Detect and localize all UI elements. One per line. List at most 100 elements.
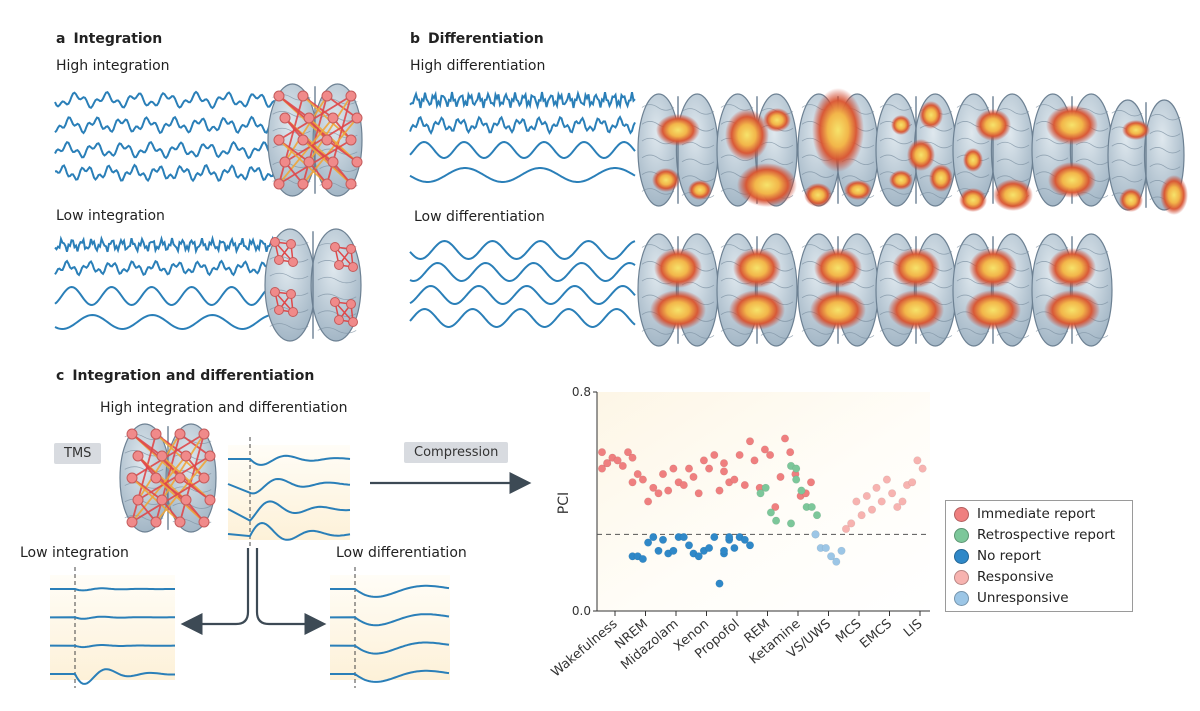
wave-b-low-2 [409,284,636,306]
brain-low-diff-3 [875,233,957,347]
legend-dot-unresponsive [954,590,969,606]
point-no-report-11 [684,541,694,550]
legend-dot-retrospective [954,527,969,543]
point-immediate-report-40 [780,434,790,443]
wave-b-high-3 [409,167,636,183]
point-no-report-13 [694,552,703,561]
point-immediate-report-16 [664,486,673,495]
x-tick-label-0: Wakefulness [549,616,621,680]
point-immediate-report-12 [649,483,658,492]
wave-b-low-1 [409,261,636,283]
legend-label-retrospective: Retrospective report [977,527,1116,543]
point-responsive-9 [887,489,897,498]
point-immediate-report-31 [740,481,749,490]
arrow-to-low-integration [180,548,250,635]
low-differentiation-label: Low differentiation [414,209,545,225]
legend-item-immediate: Immediate report [954,504,1095,524]
point-retrospective-report-6 [797,486,806,495]
high-integration-label: High integration [56,58,170,74]
brain-high-diff-1 [716,93,798,207]
wave-a-high-1 [54,115,290,135]
chart-legend: Immediate report Retrospective report No… [945,500,1133,612]
brain-high-diff-2 [797,88,879,207]
point-retrospective-report-8 [807,502,816,512]
brain-high-integration [267,83,363,197]
point-retrospective-report-11 [792,464,801,473]
legend-dot-no-report [954,548,969,564]
brain-high-int-diff [119,423,217,533]
point-no-report-5 [654,546,663,555]
point-responsive-13 [908,478,917,487]
point-no-report-15 [704,543,714,553]
point-immediate-report-36 [760,445,770,454]
brain-high-diff-0 [637,93,719,207]
point-immediate-report-27 [719,459,729,468]
point-immediate-report-45 [806,478,816,487]
tms-response-low-differentiation [329,567,450,688]
point-responsive-11 [898,497,907,506]
point-no-report-20 [730,543,739,553]
point-retrospective-report-9 [812,511,822,520]
legend-dot-responsive [954,569,969,585]
point-responsive-5 [867,505,877,514]
wave-a-low-0 [54,234,281,255]
point-retrospective-report-10 [786,519,796,528]
wave-a-low-1 [54,259,281,277]
brain-low-diff-4 [952,233,1034,347]
arrows [180,472,532,635]
point-no-report-4 [649,532,658,542]
point-responsive-2 [852,497,861,506]
point-immediate-report-23 [699,456,709,465]
legend-label-unresponsive: Unresponsive [977,590,1069,606]
wave-b-high-0 [409,89,636,110]
point-immediate-report-26 [715,486,724,495]
point-immediate-report-37 [765,450,775,460]
point-immediate-report-22 [694,489,703,498]
point-no-report-25 [725,532,734,542]
point-immediate-report-4 [618,461,627,471]
point-immediate-report-9 [633,470,642,479]
point-responsive-8 [882,475,892,484]
point-immediate-report-25 [710,450,719,460]
panel-b-heading: Differentiation [428,31,544,47]
point-responsive-1 [847,519,856,528]
point-immediate-report-33 [719,467,729,476]
low-integration-label: Low integration [56,208,165,224]
point-responsive-3 [857,511,866,520]
point-immediate-report-13 [654,489,663,498]
point-immediate-report-0 [597,464,607,473]
point-retrospective-report-2 [766,508,776,517]
point-responsive-0 [841,524,851,534]
point-immediate-report-3 [613,456,622,465]
point-unresponsive-4 [832,557,841,566]
wave-b-low-3 [409,307,636,329]
point-immediate-report-10 [638,475,648,484]
point-immediate-report-8 [628,453,637,462]
y-tick-label-0: 0.0 [572,604,591,618]
point-retrospective-report-0 [756,489,765,498]
point-immediate-report-17 [669,464,678,473]
wave-a-high-0 [54,90,290,110]
high-int-diff-label: High integration and differentiation [100,400,348,416]
point-immediate-report-14 [628,478,637,487]
brain-low-diff-2 [797,233,879,347]
point-retrospective-report-5 [792,475,801,484]
point-immediate-report-15 [658,470,668,479]
low-diff-c-label: Low differentiation [336,545,467,561]
point-no-report-10 [679,532,688,542]
x-tick-label-9: EMCS [857,617,895,652]
point-unresponsive-3 [826,552,836,561]
arrow-to-low-differentiation [255,548,327,635]
point-unresponsive-5 [837,546,846,555]
wave-b-low-0 [409,239,636,261]
legend-label-immediate: Immediate report [977,506,1096,522]
point-immediate-report-19 [679,481,688,490]
point-immediate-report-30 [735,450,744,460]
point-no-report-8 [669,546,678,555]
point-immediate-report-38 [771,502,780,512]
point-immediate-report-6 [597,448,607,457]
point-retrospective-report-1 [761,483,770,492]
